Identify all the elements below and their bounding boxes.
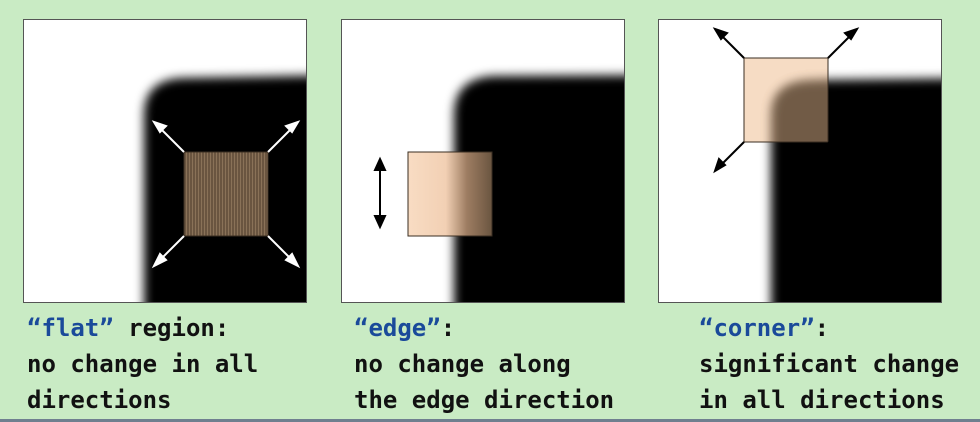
- corner-line2: significant change: [699, 350, 960, 378]
- edge-line1-rest: :: [440, 314, 456, 342]
- corner-line1-rest: :: [814, 314, 830, 342]
- flat-region-image: [24, 20, 306, 302]
- edge-image: [342, 20, 624, 302]
- dark-object-shape: [454, 75, 624, 302]
- arrows-all-directions: [151, 120, 301, 269]
- flat-region-caption: “flat” region: no change in all directio…: [27, 310, 258, 418]
- edge-line2: no change along: [354, 350, 571, 378]
- window-square: [183, 151, 269, 237]
- corner-keyword: “corner”: [699, 314, 815, 342]
- corner-caption: “corner”: significant change in all dire…: [699, 310, 959, 418]
- vertical-arrow: [373, 156, 387, 230]
- corner-image: [659, 20, 941, 302]
- edge-keyword: “edge”: [354, 314, 441, 342]
- flat-line3: directions: [27, 386, 172, 414]
- corner-line3: in all directions: [699, 386, 945, 414]
- flat-line1-rest: region:: [113, 314, 230, 342]
- edge-line3: the edge direction: [354, 386, 615, 414]
- corner-panel: [658, 19, 942, 303]
- edge-panel: [341, 19, 625, 303]
- bottom-divider: [0, 419, 980, 422]
- flat-line2: no change in all: [27, 350, 259, 378]
- edge-caption: “edge”: no change along the edge directi…: [354, 310, 614, 418]
- flat-keyword: “flat”: [27, 314, 114, 342]
- flat-region-panel: [23, 19, 307, 303]
- window-square: [744, 58, 828, 142]
- arrows-all-directions: [712, 27, 860, 174]
- window-square: [407, 151, 493, 237]
